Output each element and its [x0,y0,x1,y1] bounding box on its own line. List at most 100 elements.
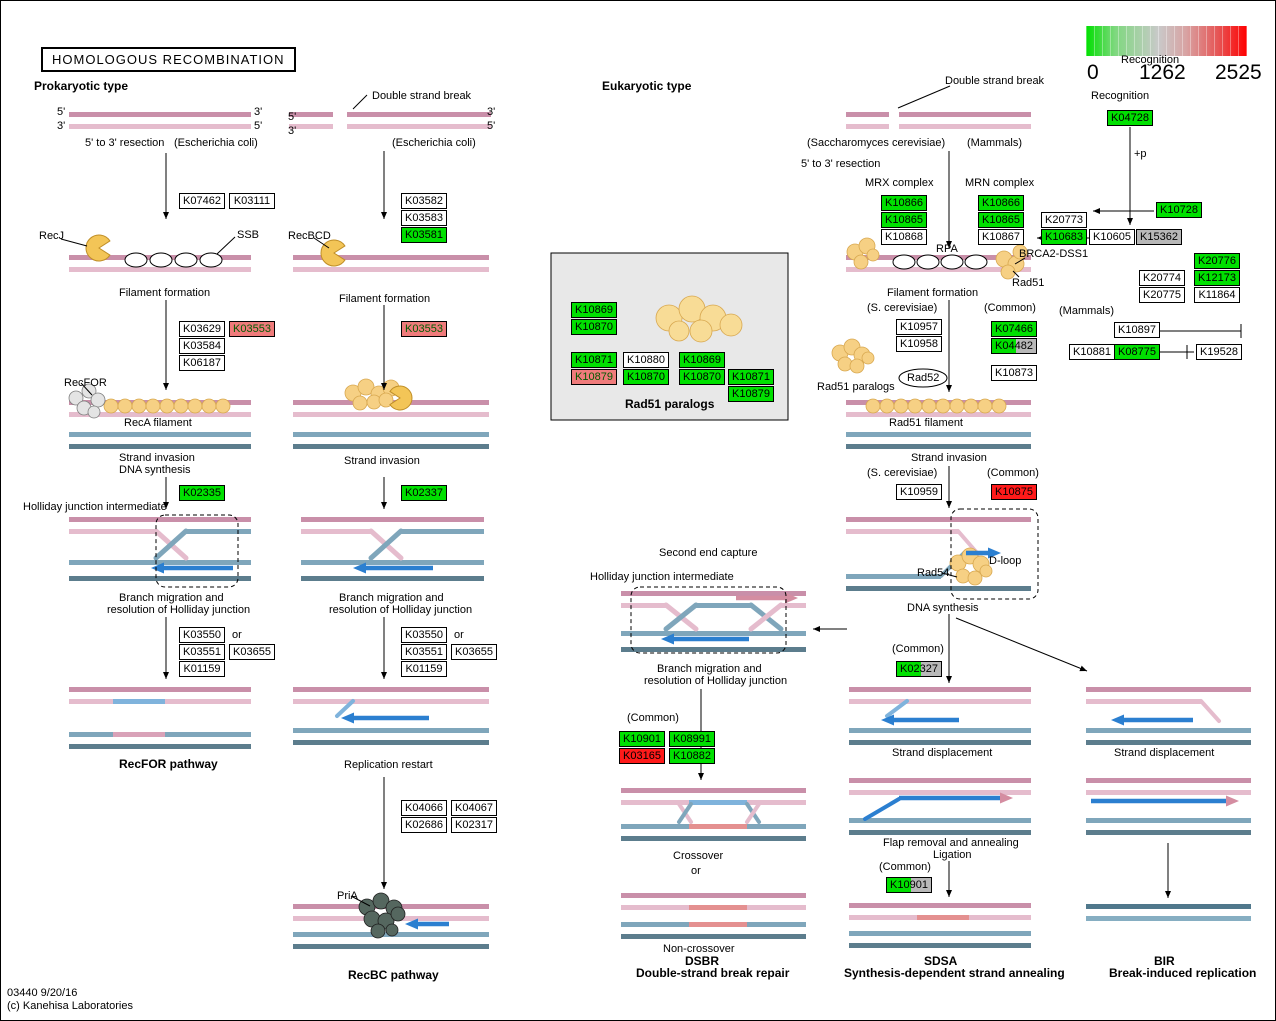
gene-box[interactable]: K10901 [886,877,932,893]
gene-box[interactable]: K20776 [1194,253,1240,269]
protein-blob [357,378,375,396]
gene-box[interactable]: K01159 [401,661,447,677]
diagram-label: DNA synthesis [119,464,191,476]
diagram-label: 3' [57,120,66,132]
gene-box[interactable]: K10875 [991,484,1037,500]
gene-box[interactable]: K03655 [229,644,275,660]
gene-box[interactable]: K03655 [451,644,497,660]
gene-box[interactable]: K10866 [978,195,1024,211]
dna-synthesis-arrowhead [1226,795,1239,807]
gene-box[interactable]: K02317 [451,817,497,833]
dna-strand [293,944,489,949]
dna-synthesis-arrowhead [881,714,894,726]
gene-box[interactable]: K03581 [401,227,447,243]
dna-strand [69,412,251,417]
diagram-label: resolution of Holliday junction [107,604,251,616]
gene-box[interactable]: K10869 [679,352,725,368]
gene-box[interactable]: K10865 [881,212,927,228]
gene-box[interactable]: K10879 [728,386,774,402]
gene-box[interactable]: K10866 [881,195,927,211]
connector-line [897,85,951,109]
map-id-label: 03440 9/20/16 [7,987,78,999]
gene-box[interactable]: K10880 [623,352,669,368]
gene-box[interactable]: K10879 [571,369,617,385]
dna-strand [69,687,251,692]
nuclease-pacman-icon [85,234,111,262]
gene-box[interactable]: K10869 [571,302,617,318]
gene-box[interactable]: K20774 [1139,270,1185,286]
gene-box[interactable]: K04067 [451,800,497,816]
gene-box[interactable]: K11864 [1194,287,1240,303]
gene-box[interactable]: K03550 [401,627,447,643]
dna-strand [347,124,491,129]
dna-strand [849,699,1031,704]
dna-synthesis-arrowhead [988,547,1001,559]
dna-strand [899,124,1031,129]
gene-box[interactable]: K03553 [401,321,447,337]
gene-box[interactable]: K10868 [881,229,927,245]
gene-box[interactable]: K03165 [619,748,665,764]
gene-box[interactable]: K07462 [179,193,225,209]
gene-box[interactable]: K10870 [679,369,725,385]
gene-box[interactable]: K02327 [896,661,942,677]
diagram-label: 5' [254,120,263,132]
gene-box[interactable]: K10958 [896,336,942,352]
connector-line [941,572,958,578]
gene-box[interactable]: K10728 [1156,202,1202,218]
diagram-label: Flap removal and annealing [883,837,1019,849]
dna-strand [846,574,941,579]
dna-strand [696,603,751,608]
gene-box[interactable]: K04728 [1107,110,1153,126]
gene-box[interactable]: K03629 [179,321,225,337]
gene-box[interactable]: K10901 [619,731,665,747]
gene-box[interactable]: K10957 [896,319,942,335]
gene-box[interactable]: K04482 [991,338,1037,354]
dna-strand [113,732,165,737]
dna-strand [69,517,251,522]
gene-box[interactable]: K10865 [978,212,1024,228]
rad52-node-label[interactable]: Rad52 [907,372,940,384]
gene-box[interactable]: K03582 [401,193,447,209]
gene-box[interactable]: K03553 [229,321,275,337]
gene-box[interactable]: K03583 [401,210,447,226]
gene-box[interactable]: K03551 [401,644,447,660]
gene-box[interactable]: K02337 [401,485,447,501]
diagram-label: or [232,629,242,641]
gene-box[interactable]: K20775 [1139,287,1185,303]
gene-box[interactable]: K02335 [179,485,225,501]
dna-strand [301,529,371,534]
gene-box[interactable]: K03584 [179,338,225,354]
gene-box[interactable]: K19528 [1196,344,1242,360]
gene-box[interactable]: K20773 [1041,212,1087,228]
gene-box[interactable]: K15362 [1136,229,1182,245]
gene-box[interactable]: K07466 [991,321,1037,337]
gene-box[interactable]: K02686 [401,817,447,833]
gene-box[interactable]: K12173 [1194,270,1240,286]
dna-synthesis-arrowhead [661,633,674,645]
gene-box[interactable]: K10605 [1089,229,1135,245]
gene-box[interactable]: K10870 [623,369,669,385]
gene-box[interactable]: K10683 [1041,229,1087,245]
gene-box[interactable]: K10881 [1069,344,1115,360]
gene-box[interactable]: K10882 [669,748,715,764]
diagram-label: Double strand break [372,90,472,102]
gene-box[interactable]: K06187 [179,355,225,371]
gene-box[interactable]: K08775 [1114,344,1160,360]
gene-box[interactable]: K10871 [728,369,774,385]
gene-box[interactable]: K01159 [179,661,225,677]
gene-box[interactable]: K10873 [991,365,1037,381]
gene-box[interactable]: K03551 [179,644,225,660]
gene-box[interactable]: K04066 [401,800,447,816]
gene-box[interactable]: K10897 [1114,322,1160,338]
gene-box[interactable]: K10867 [978,229,1024,245]
gene-box[interactable]: K03111 [229,193,275,209]
gene-box[interactable]: K03550 [179,627,225,643]
dna-strand [1086,687,1251,692]
gene-box[interactable]: K10870 [571,319,617,335]
gene-box[interactable]: K08991 [669,731,715,747]
diagram-label: RecJ [39,230,65,242]
gene-box[interactable]: K10959 [896,484,942,500]
gene-box[interactable]: K10871 [571,352,617,368]
diagram-label: 5' to 3' resection [85,137,165,149]
